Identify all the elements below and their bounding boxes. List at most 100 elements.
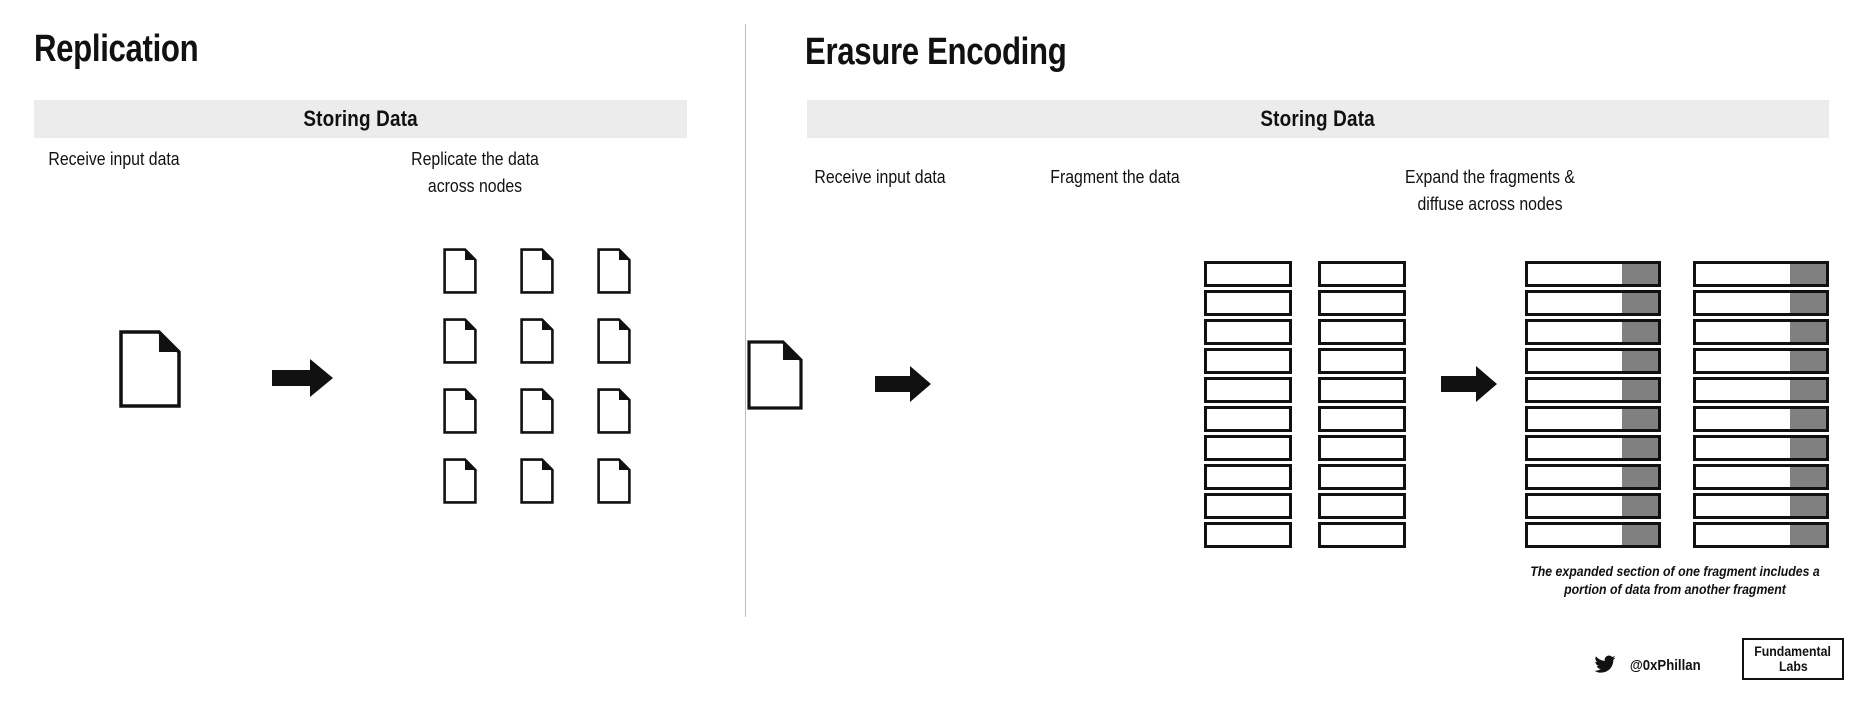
panel-divider [745,24,746,617]
fragment-expanded-section [1621,264,1658,284]
fragment-data-section [1528,380,1622,400]
panel-erasure-encoding: Erasure Encoding Storing Data Receive in… [745,0,1867,711]
fragment-expanded-section [1789,438,1826,458]
fragment-expanded-section [1621,322,1658,342]
fragment-expanded-section [1789,351,1826,371]
section-band-erasure-encoding: Storing Data [807,100,1829,138]
brand-name-line-2: Labs [1778,658,1808,674]
fragment-bar [1204,493,1292,519]
fragment-data-section [1528,351,1622,371]
fragment-bar [1204,406,1292,432]
expanded-fragment-stack [1693,261,1829,551]
fragment-bar [1204,319,1292,345]
fragment-bar [1318,290,1406,316]
fragment-expanded-section [1789,264,1826,284]
expanded-section-footnote: The expanded section of one fragment inc… [1530,563,1820,597]
fragment-data-section [1528,409,1622,429]
expanded-fragment-bar [1525,464,1661,490]
expanded-fragment-bar [1693,319,1829,345]
fragment-stack [1204,261,1292,551]
fragment-expanded-section [1789,322,1826,342]
fragment-expanded-section [1789,467,1826,487]
fragment-bar [1318,435,1406,461]
fragment-expanded-section [1621,380,1658,400]
expanded-fragment-bar [1525,377,1661,403]
twitter-handle-label: @0xPhillan [1629,656,1701,674]
expanded-fragment-bar [1525,435,1661,461]
fragment-bar [1318,319,1406,345]
fragment-stack [1318,261,1406,551]
fragment-data-section [1528,467,1622,487]
step-caption-fragment-the-data: Fragment the data [1050,167,1180,187]
fragment-expanded-section [1621,351,1658,371]
document-icon [443,388,477,434]
twitter-bird-icon[interactable] [1594,655,1616,675]
document-icon [597,248,631,294]
page-title-erasure-encoding: Erasure Encoding [805,31,1067,73]
fragment-data-section [1528,322,1622,342]
fragment-bar [1204,522,1292,548]
fragment-bar [1318,406,1406,432]
step-caption-receive-input-data: Receive input data [814,167,946,187]
fragment-data-section [1696,293,1790,313]
expanded-fragment-bar [1693,348,1829,374]
fragment-expanded-section [1789,496,1826,516]
expanded-fragment-bar [1693,290,1829,316]
document-icon [597,318,631,364]
fragment-data-section [1528,496,1622,516]
expanded-fragment-bar [1693,406,1829,432]
step-caption-replicate-across-nodes: Replicate the data across nodes [411,149,539,196]
expanded-fragment-bar [1525,522,1661,548]
fragment-expanded-section [1789,525,1826,545]
fragment-data-section [1528,438,1622,458]
fragment-expanded-section [1789,380,1826,400]
document-icon [520,458,554,504]
expanded-fragment-bar [1693,435,1829,461]
fragment-data-section [1696,438,1790,458]
document-icon [520,388,554,434]
fragment-bar [1204,261,1292,287]
expanded-fragment-bar [1693,493,1829,519]
page-title-replication: Replication [34,28,199,70]
document-icon [597,458,631,504]
fragment-expanded-section [1621,293,1658,313]
brand-badge: Fundamental Labs [1742,638,1844,680]
fragment-bar [1204,377,1292,403]
fragment-bar [1318,493,1406,519]
step-caption-expand-and-diffuse: Expand the fragments & diffuse across no… [1405,167,1575,214]
fragment-data-section [1528,264,1622,284]
fragment-expanded-section [1789,409,1826,429]
fragment-expanded-section [1621,496,1658,516]
fragment-bar [1318,261,1406,287]
document-icon [747,340,803,410]
fragment-data-section [1696,409,1790,429]
fragment-expanded-section [1621,525,1658,545]
step-caption-receive-input-data: Receive input data [48,149,180,169]
panel-replication: Replication Storing Data Receive input d… [0,0,745,711]
fragment-data-section [1696,380,1790,400]
fragment-expanded-section [1621,467,1658,487]
fragment-data-section [1528,293,1622,313]
document-grid [443,248,659,528]
document-icon [597,388,631,434]
fragment-data-section [1528,525,1622,545]
fragment-bar [1318,348,1406,374]
expanded-fragment-bar [1693,522,1829,548]
expanded-fragment-bar [1525,406,1661,432]
section-band-label: Storing Data [1260,106,1376,131]
expanded-fragment-bar [1525,290,1661,316]
fragment-data-section [1696,264,1790,284]
expanded-fragment-bar [1525,319,1661,345]
fragment-data-section [1696,467,1790,487]
section-band-label: Storing Data [303,106,418,131]
footer-credit: @0xPhillan [1594,655,1706,675]
document-icon [443,248,477,294]
expanded-fragment-bar [1525,493,1661,519]
fragment-data-section [1696,496,1790,516]
fragment-data-section [1696,351,1790,371]
fragment-data-section [1696,525,1790,545]
fragment-expanded-section [1789,293,1826,313]
fragment-bar [1204,348,1292,374]
expanded-fragment-bar [1525,348,1661,374]
fragment-bar [1204,464,1292,490]
